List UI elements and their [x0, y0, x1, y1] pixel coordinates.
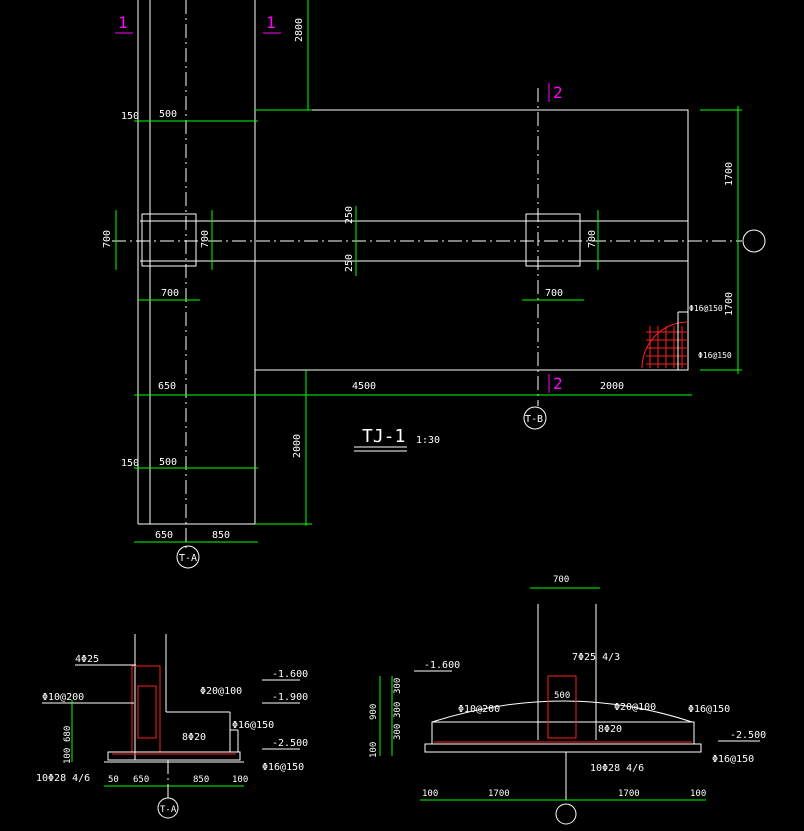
dim-250-top: 250 — [344, 206, 355, 224]
sec-a-axis-bubble — [157, 797, 179, 819]
dim-150-bottom: 150 — [121, 458, 139, 469]
sec-a-w100: 100 — [232, 775, 248, 785]
dim-700-col1-h: 700 — [161, 288, 179, 299]
sec-a-axis-label: T-A — [160, 805, 177, 815]
sec-b-footing-body — [431, 721, 695, 745]
column-1 — [141, 213, 197, 267]
sec-b-dist: Φ16@150 — [688, 704, 730, 715]
sec-a-bars-8: 8Φ20 — [182, 732, 206, 743]
sec-a-bottom-bars: 10Φ28 4/6 — [36, 773, 90, 784]
dim-700-left: 700 — [102, 230, 113, 248]
dim-4500: 4500 — [352, 381, 376, 392]
sec-b-w1700b: 1700 — [618, 789, 640, 799]
sec-b-elev-2: -2.500 — [730, 730, 766, 741]
dim-250-bottom: 250 — [344, 254, 355, 272]
sec-b-h300a: 300 — [393, 678, 403, 694]
sec-b-h300b: 300 — [393, 702, 403, 718]
section-mark-2-bottom: 2 — [553, 374, 563, 393]
section-mark-2-top: 2 — [553, 83, 563, 102]
section-mark-1-left: 1 — [118, 13, 128, 32]
sec-b-elev-1: -1.600 — [424, 660, 460, 671]
axis-bubble-right — [742, 229, 766, 253]
sec-a-bottom-dist: Φ16@150 — [262, 762, 304, 773]
sec-b-mesh: Φ20@100 — [614, 702, 656, 713]
sec-a-base — [107, 751, 241, 761]
pad-footing-outline — [254, 109, 689, 371]
sec-a-elev-1: -1.600 — [272, 669, 308, 680]
sec-b-slope-top — [431, 700, 693, 723]
dim-850-bottom: 850 — [212, 530, 230, 541]
plan-view: 1 1 2 2 2800 1700 1700 150 500 150 500 7… — [102, 0, 766, 569]
dim-700-col1-v: 700 — [200, 230, 211, 248]
section-mark-1-right: 1 — [266, 13, 276, 32]
sec-a-h100: 100 — [63, 748, 73, 764]
sec-b-h100: 100 — [369, 742, 379, 758]
axis-bubble-tb — [523, 406, 547, 430]
sec-b-w100b: 100 — [690, 789, 706, 799]
sec-b-stirrups: Φ10@200 — [458, 704, 500, 715]
plan-scale: 1:30 — [416, 435, 440, 446]
section-a: 4Φ25 Φ10@200 Φ20@100 -1.600 -1.900 Φ16@1… — [36, 634, 308, 819]
axis-bubble-ta — [176, 545, 200, 569]
dim-700-col2-v: 700 — [587, 230, 598, 248]
rebar-label-2: Φ16@150 — [698, 351, 732, 360]
rebar-detail-arc — [641, 321, 689, 369]
sec-b-h900: 900 — [369, 704, 379, 720]
dim-650-bottom: 650 — [155, 530, 173, 541]
sec-b-bars-8: 8Φ20 — [598, 724, 622, 735]
dim-2000-right: 2000 — [600, 381, 624, 392]
sec-b-w1700a: 1700 — [488, 789, 510, 799]
axis-label-tb: T-B — [525, 414, 543, 425]
sec-b-axis-bubble — [555, 803, 577, 825]
sec-b-bottom-dist: Φ16@150 — [712, 754, 754, 765]
dim-1700-top: 1700 — [724, 162, 735, 186]
plan-title: TJ-1 — [362, 426, 405, 447]
sec-a-mesh: Φ20@100 — [200, 686, 242, 697]
dim-2800: 2800 — [294, 18, 305, 42]
rebar-label-1: Φ16@150 — [689, 304, 723, 313]
dim-150-top: 150 — [121, 111, 139, 122]
sec-b-top-bars: 7Φ25 4/3 — [572, 652, 620, 663]
sec-a-elev-2: -1.900 — [272, 692, 308, 703]
dim-2000-vertical: 2000 — [292, 434, 303, 458]
sec-a-dist: Φ16@150 — [232, 720, 274, 731]
column-2 — [525, 213, 581, 267]
axis-label-ta: T-A — [179, 553, 197, 564]
sec-b-w100a: 100 — [422, 789, 438, 799]
sec-a-cage-inner — [137, 685, 157, 739]
sec-b-h300c: 300 — [393, 724, 403, 740]
sec-a-h680: 680 — [63, 726, 73, 742]
dim-650: 650 — [158, 381, 176, 392]
sec-a-w650: 650 — [133, 775, 149, 785]
sec-b-w500: 500 — [554, 691, 570, 701]
sec-a-top-bars: 4Φ25 — [75, 654, 99, 665]
sec-a-w50: 50 — [108, 775, 119, 785]
sec-b-cage — [547, 675, 577, 739]
sec-a-stirrups: Φ10@200 — [42, 692, 84, 703]
dim-500-top: 500 — [159, 109, 177, 120]
sec-a-w850: 850 — [193, 775, 209, 785]
dim-700-col2-h: 700 — [545, 288, 563, 299]
dim-1700-bottom: 1700 — [724, 292, 735, 316]
sec-b-base — [424, 743, 702, 753]
sec-b-w700: 700 — [553, 575, 569, 585]
rebar-detail: Φ16@150 Φ16@150 — [641, 304, 732, 370]
section-b: 700 7Φ25 4/3 -1.600 300 300 300 900 100 … — [369, 575, 766, 825]
dim-500-bottom: 500 — [159, 457, 177, 468]
sec-a-elev-3: -2.500 — [272, 738, 308, 749]
sec-b-bottom-bars: 10Φ28 4/6 — [590, 763, 644, 774]
